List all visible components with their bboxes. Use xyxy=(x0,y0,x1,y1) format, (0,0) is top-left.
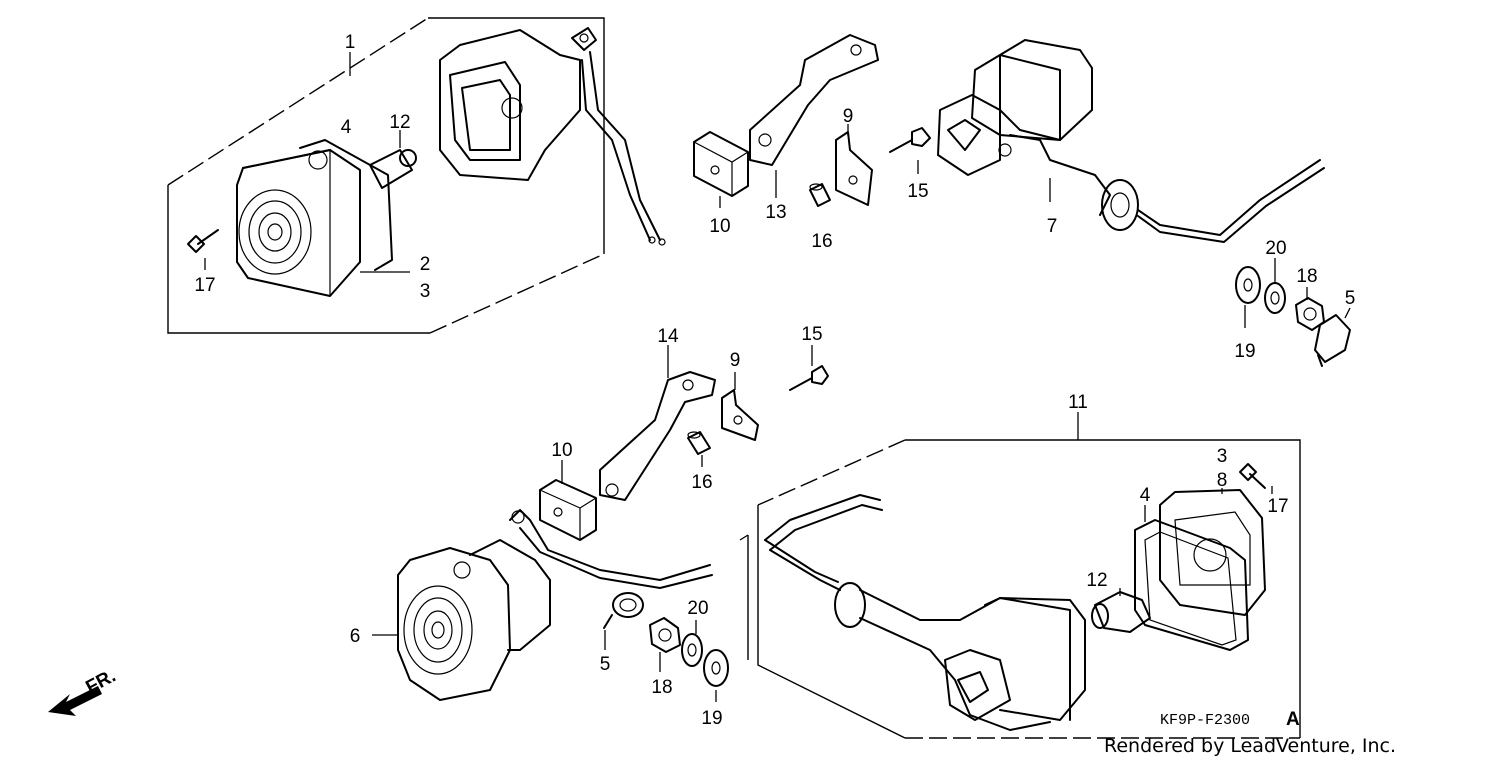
winker-7 xyxy=(937,39,1325,243)
bracket-14 xyxy=(599,345,716,501)
hardware-upper-right xyxy=(1235,258,1351,367)
callout-12: 12 xyxy=(389,112,410,133)
callout-4: 4 xyxy=(341,117,352,138)
bulb-upper xyxy=(369,130,417,189)
collar-16-lower xyxy=(687,431,711,467)
diagram-code: KF9P-F2300 xyxy=(1160,712,1250,729)
callout-15: 15 xyxy=(907,181,928,202)
winker-body-lower xyxy=(764,494,1086,731)
callout-5: 5 xyxy=(1345,288,1356,309)
callout-20: 20 xyxy=(1265,238,1286,259)
callout-19-lower: 19 xyxy=(701,708,722,729)
callout-16-lower: 16 xyxy=(691,472,712,493)
screw-17-lower xyxy=(1239,463,1273,494)
plate-9-lower xyxy=(721,372,759,441)
winker-6 xyxy=(372,509,713,701)
callout-labels: 1 4 12 2 3 17 10 13 9 16 15 7 20 18 5 19… xyxy=(194,32,1355,729)
screw-17-upper xyxy=(187,229,219,270)
callout-16: 16 xyxy=(811,231,832,252)
callout-17: 17 xyxy=(194,275,215,296)
callout-5-lower: 5 xyxy=(600,654,611,675)
collar-16-upper xyxy=(809,183,831,207)
callout-20-lower: 20 xyxy=(687,598,708,619)
bulb-lower xyxy=(1091,588,1151,633)
rubber-10-lower xyxy=(539,460,597,541)
callout-10-lower: 10 xyxy=(551,440,572,461)
callout-17-lower: 17 xyxy=(1267,496,1288,517)
hardware-lower-left xyxy=(603,592,729,702)
bolt-15-lower xyxy=(789,345,829,391)
callout-3: 3 xyxy=(420,281,431,302)
callout-14: 14 xyxy=(657,326,679,347)
callout-7: 7 xyxy=(1047,216,1058,237)
bracket-13 xyxy=(749,34,879,198)
callout-15-lower: 15 xyxy=(801,324,822,345)
bolt-15-upper xyxy=(889,127,931,174)
front-arrow-icon: FR. xyxy=(48,666,119,716)
callout-11: 11 xyxy=(1068,392,1088,413)
callout-8: 8 xyxy=(1217,470,1228,491)
callout-19: 19 xyxy=(1234,341,1255,362)
callout-4-lower: 4 xyxy=(1140,485,1151,506)
gasket-upper xyxy=(299,139,393,271)
callout-18-lower: 18 xyxy=(651,677,672,698)
callout-6: 6 xyxy=(350,626,361,647)
callout-9: 9 xyxy=(843,106,854,127)
diagram-code-suffix: A xyxy=(1286,709,1300,730)
callout-9-lower: 9 xyxy=(730,350,741,371)
callout-12-lower: 12 xyxy=(1086,570,1107,591)
credit-text: Rendered by LeadVenture, Inc. xyxy=(1104,735,1396,757)
callout-10: 10 xyxy=(709,216,730,237)
gasket-lower xyxy=(1134,505,1249,651)
callout-13: 13 xyxy=(765,202,786,223)
winker-lens-upper xyxy=(236,149,361,297)
rubber-10-upper xyxy=(693,131,749,208)
callout-18: 18 xyxy=(1296,266,1317,287)
assembly-frame-11 xyxy=(739,412,1301,739)
winker-body-upper xyxy=(439,27,666,246)
winker-lens-lower xyxy=(1159,488,1266,616)
callout-3-lower: 3 xyxy=(1217,446,1228,467)
callout-2: 2 xyxy=(420,254,431,275)
callout-1: 1 xyxy=(345,32,356,53)
plate-9-upper xyxy=(835,124,873,206)
assembly-frame-1 xyxy=(167,17,605,334)
